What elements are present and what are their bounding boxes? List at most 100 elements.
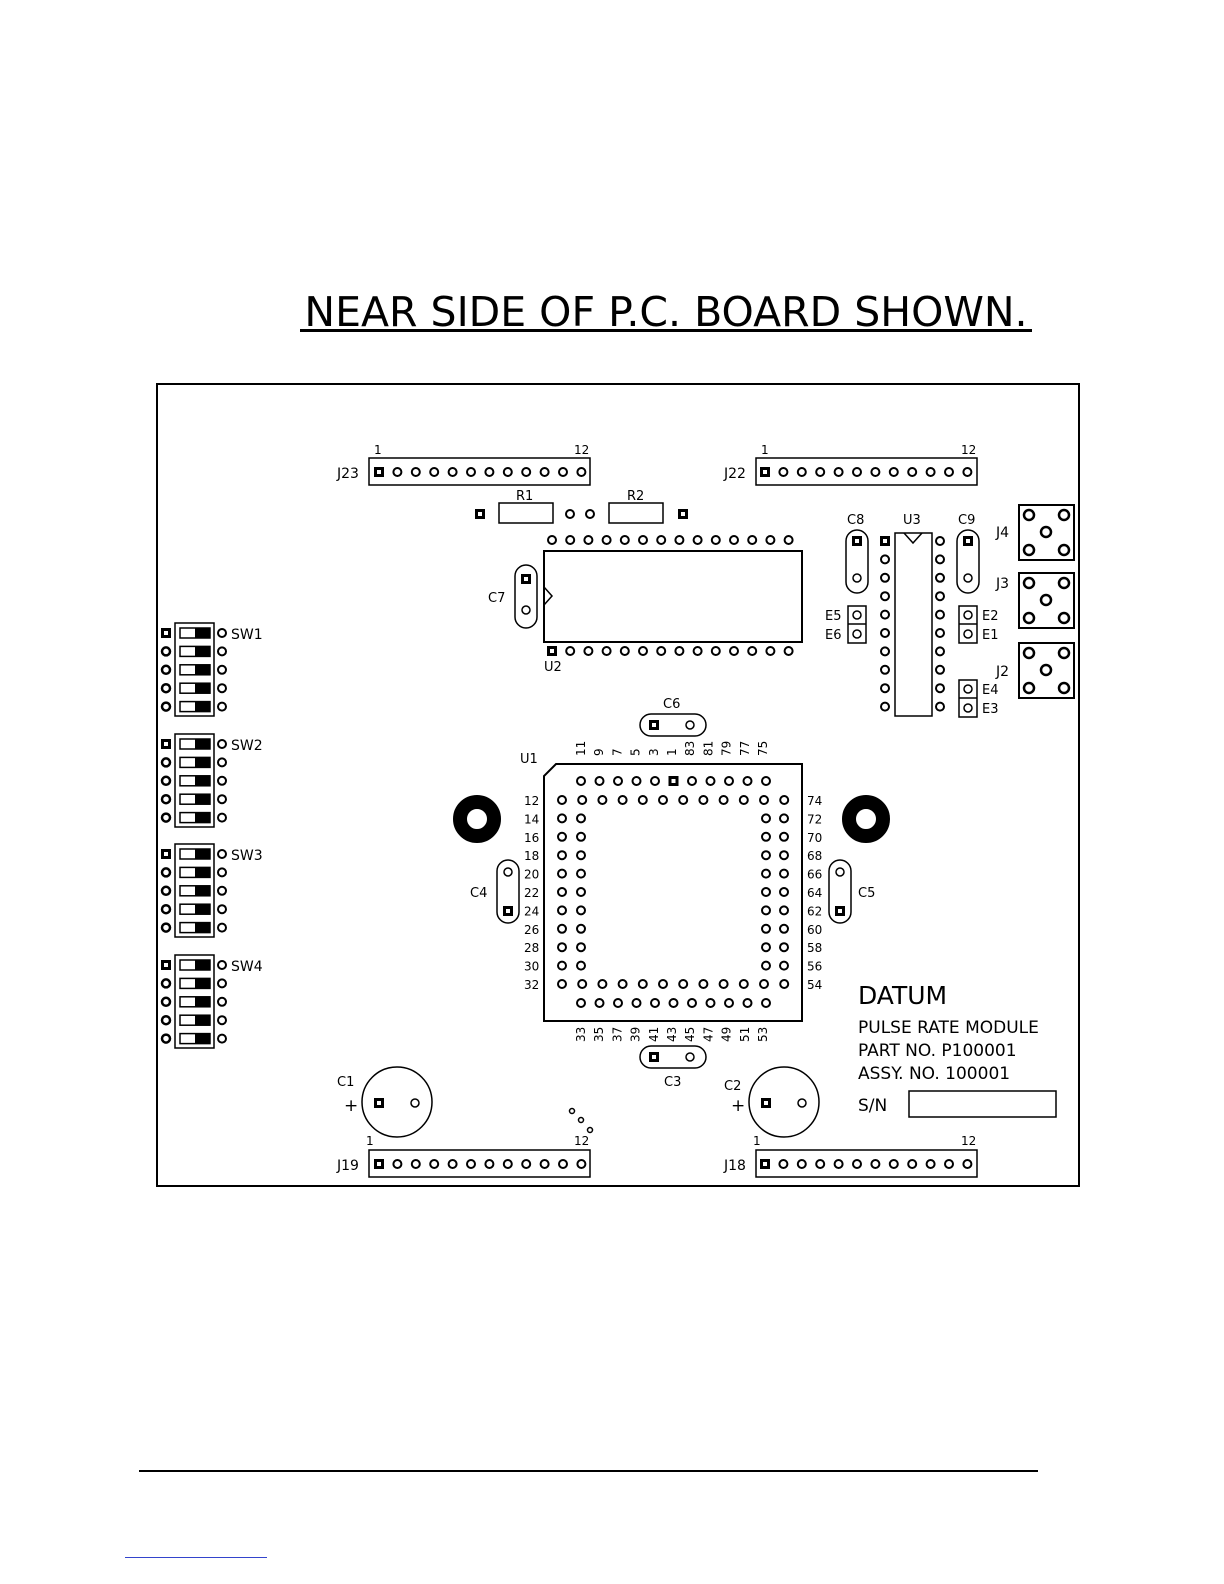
switch-pin xyxy=(217,1033,227,1044)
switch-pin xyxy=(161,849,171,859)
u1-pin-label: 33 xyxy=(574,1027,588,1042)
ic-pin xyxy=(678,795,689,805)
ic-pin xyxy=(761,998,771,1008)
ic-pin xyxy=(576,960,586,971)
ic-pin xyxy=(619,646,630,656)
ic-pin xyxy=(597,795,608,805)
connector-pin xyxy=(778,1159,789,1169)
switch-actuator xyxy=(195,904,210,915)
connector-pin xyxy=(466,467,476,477)
ic-pin xyxy=(779,979,790,989)
u1-pin-label: 3 xyxy=(647,748,661,756)
switch-pin xyxy=(217,867,227,878)
ic-pin xyxy=(738,795,749,805)
u1-pin-label: 56 xyxy=(807,960,822,974)
ic-pin xyxy=(577,979,588,989)
connector-j22-pin-last: 12 xyxy=(961,443,976,457)
connector-pin xyxy=(429,467,440,477)
ic-pin xyxy=(761,850,771,861)
ic-pin xyxy=(710,646,721,656)
connector-pin xyxy=(962,1159,973,1169)
capacitor-c1-polarity: + xyxy=(344,1096,358,1116)
ic-pin xyxy=(783,535,794,545)
ic-pin xyxy=(935,554,945,565)
u1-pin-label: 5 xyxy=(629,748,643,756)
connector-j23-pin-last: 12 xyxy=(574,443,589,457)
connector-pin xyxy=(502,467,513,477)
capacitor-c6-label: C6 xyxy=(663,697,680,712)
ic-pin xyxy=(935,572,945,583)
switch-sw4-label: SW4 xyxy=(231,959,263,975)
capacitor-c1: + C1 xyxy=(337,1066,433,1138)
ic-pin xyxy=(576,850,586,861)
ic-pin xyxy=(761,923,771,934)
connector-j22-pin-first: 1 xyxy=(761,443,769,457)
switch-pin xyxy=(217,960,227,970)
connector-pin xyxy=(925,1159,936,1169)
u1-pin-label: 53 xyxy=(756,1027,770,1042)
jack-j4: J4 xyxy=(995,504,1075,561)
capacitor-c9: C9 xyxy=(956,513,980,594)
ic-pin xyxy=(935,664,945,675)
capacitor-c4: C4 xyxy=(470,859,520,924)
connector-pin xyxy=(484,467,495,477)
switch-actuator xyxy=(195,628,210,638)
ic-pin xyxy=(935,536,945,546)
switch-pin xyxy=(217,1015,227,1026)
switch-pin xyxy=(160,646,172,657)
switch-pin xyxy=(217,701,227,712)
switch-pin xyxy=(217,996,227,1007)
connector-pin xyxy=(778,467,789,477)
ic-u3: U3 xyxy=(880,513,945,717)
u1-pin-label: 77 xyxy=(738,741,752,756)
switch-pin xyxy=(160,701,172,712)
ic-pin xyxy=(761,868,771,879)
ic-pin xyxy=(557,813,567,824)
footer-link-underline xyxy=(125,1557,267,1558)
part-number: PART NO. P100001 xyxy=(858,1041,1017,1061)
ic-pin xyxy=(935,591,945,602)
connector-pin xyxy=(833,467,844,477)
switch-actuator xyxy=(195,1015,210,1026)
ic-pin xyxy=(687,998,697,1008)
ic-pin xyxy=(594,776,605,786)
connector-j22: J22 1 12 xyxy=(723,443,978,486)
ic-pin xyxy=(779,960,789,971)
ic-pin xyxy=(687,776,697,786)
ic-pin xyxy=(783,646,794,656)
ic-pin xyxy=(601,646,612,656)
switch-pin xyxy=(160,1014,172,1026)
connector-pin xyxy=(944,467,954,477)
resistor-r1-label: R1 xyxy=(516,489,533,504)
ic-pin xyxy=(779,942,789,953)
switch-actuator xyxy=(195,867,210,878)
connector-j18: J18 1 12 xyxy=(723,1134,978,1178)
ic-pin xyxy=(779,813,789,824)
ic-pin xyxy=(880,701,890,712)
u1-pin-label: 62 xyxy=(807,904,822,918)
switch-actuator xyxy=(195,646,210,657)
u1-pin-label: 68 xyxy=(807,849,822,863)
u1-pin-label: 47 xyxy=(701,1027,715,1042)
footer-rule xyxy=(139,1470,1038,1472)
switch-actuator xyxy=(195,794,210,805)
capacitor-c9-label: C9 xyxy=(958,513,975,528)
connector-pin xyxy=(576,467,587,477)
switch-actuator xyxy=(195,996,210,1007)
resistor-r2-label: R2 xyxy=(627,489,644,504)
capacitor-c8-label: C8 xyxy=(847,513,864,528)
connector-j22-pins xyxy=(760,467,973,477)
switch-pin xyxy=(160,664,172,676)
ic-pin xyxy=(880,609,890,620)
u1-pin-label: 28 xyxy=(524,941,539,955)
capacitor-c3: C3 xyxy=(639,1045,707,1090)
ic-pin xyxy=(557,923,567,934)
u1-pin-label: 16 xyxy=(524,831,539,845)
ic-pin xyxy=(761,831,771,842)
switch-pin xyxy=(217,885,227,896)
ic-pin xyxy=(724,998,734,1008)
ic-pin xyxy=(547,646,557,656)
ic-u2: U2 xyxy=(543,535,803,675)
